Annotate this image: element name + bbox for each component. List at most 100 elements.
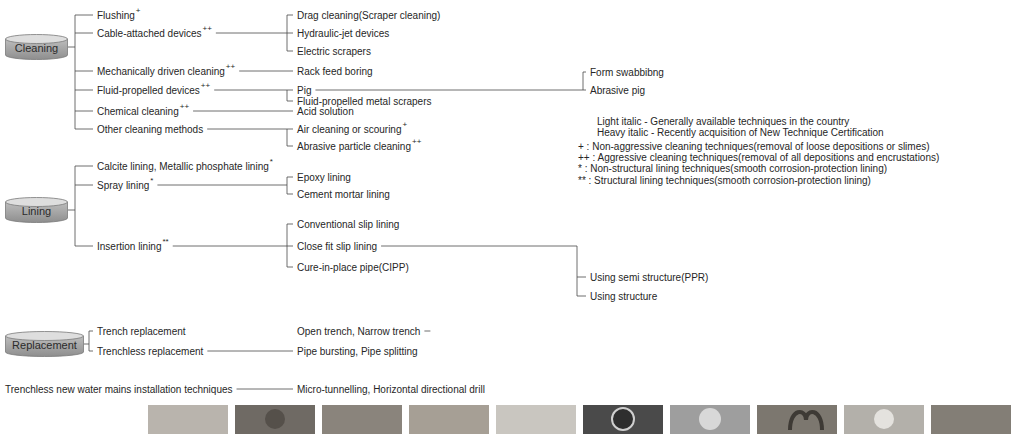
tree-line: [214, 90, 287, 91]
technique-label: Pipe bursting, Pipe splitting: [297, 346, 418, 357]
category-cylinder: Cleaning: [5, 34, 68, 60]
photo: [931, 405, 1011, 434]
technique-label: Epoxy lining: [297, 172, 351, 183]
tree-line: [89, 331, 93, 332]
class-marker: ++: [412, 138, 421, 147]
category-label: Cleaning: [15, 42, 58, 54]
tree-line: [287, 194, 293, 195]
tree-line: [577, 246, 578, 296]
technique-label: Abrasive pig: [590, 85, 645, 96]
photo-detail: [265, 409, 285, 429]
technique-label: Trench replacement: [97, 326, 186, 337]
technique-label: ** : Structural lining techniques(smooth…: [578, 175, 871, 186]
tree-line: [89, 351, 93, 352]
category-label: Lining: [22, 205, 51, 217]
photo: [148, 405, 228, 434]
technique-label: Fluid-propelled metal scrapers: [297, 96, 432, 107]
photo: [757, 405, 837, 434]
tree-line: [157, 185, 287, 186]
tree-line: [287, 267, 293, 268]
category-cylinder: Lining: [5, 197, 68, 223]
tree-line: [75, 166, 76, 246]
class-marker: ++: [203, 25, 212, 34]
technique-label: Rack feed boring: [297, 66, 373, 77]
tree-line: [287, 129, 288, 146]
tree-line: [68, 47, 75, 48]
tree-line: [315, 90, 583, 91]
technique-label: Form swabbibng: [590, 67, 664, 78]
tree-line: [287, 129, 293, 130]
class-marker: **: [162, 238, 168, 247]
technique-label: Other cleaning methods: [97, 124, 203, 135]
tree-line: [75, 111, 93, 112]
tree-line: [287, 15, 293, 16]
tree-line: [287, 51, 293, 52]
technique-label: Light italic - Generally available techn…: [597, 116, 849, 127]
cylinder-top: [6, 198, 68, 207]
technique-label: Calcite lining, Metallic phosphate linin…: [97, 161, 269, 172]
class-marker: ++: [180, 103, 189, 112]
tree-line: [75, 166, 93, 167]
tree-line: [287, 90, 293, 91]
tree-line: [216, 33, 287, 34]
photo: [670, 405, 750, 434]
tree-line: [239, 71, 287, 72]
photo: [235, 405, 315, 434]
photo: [409, 405, 489, 434]
class-marker: +: [403, 121, 408, 130]
technique-label: * : Non-structural lining techniques(smo…: [578, 163, 887, 174]
technique-label: Open trench, Narrow trench: [297, 326, 420, 337]
technique-label: Electric scrapers: [297, 46, 371, 57]
tree-line: [287, 177, 288, 194]
tree-line: [287, 33, 293, 34]
tree-line: [75, 246, 93, 247]
cylinder-top: [6, 35, 68, 44]
photo-detail: [699, 408, 721, 430]
tree-line: [287, 101, 293, 102]
tree-line: [287, 246, 293, 247]
photo: [583, 405, 663, 434]
node-text-holder: Replacement: [5, 331, 84, 357]
tree-line: [75, 15, 76, 129]
photo-detail: [874, 409, 894, 429]
technique-label: Abrasive particle cleaning: [297, 141, 411, 152]
tree-line: [287, 177, 293, 178]
technique-label: Pig: [297, 85, 311, 96]
technique-label: + : Non-aggressive cleaning techniques(r…: [578, 141, 930, 152]
class-marker: *: [270, 158, 273, 167]
tree-line: [287, 90, 288, 101]
class-marker: +: [136, 7, 141, 16]
tree-line: [577, 277, 586, 278]
technique-label: Air cleaning or scouring: [297, 124, 402, 135]
class-marker: *: [150, 177, 153, 186]
tree-line: [75, 90, 93, 91]
category-cylinder: Replacement: [5, 331, 84, 357]
technique-label: Flushing: [97, 10, 135, 21]
tree-line: [237, 389, 287, 390]
tree-line: [75, 15, 93, 16]
technique-label: Cable-attached devices: [97, 28, 202, 39]
tree-line: [287, 146, 293, 147]
technique-label: Acid solution: [297, 106, 354, 117]
tree-line: [68, 210, 75, 211]
tree-line: [75, 71, 93, 72]
technique-label: Trenchless new water mains installation …: [5, 384, 233, 395]
tree-line: [207, 129, 287, 130]
tree-line: [287, 351, 293, 352]
technique-label: Spray lining: [97, 180, 149, 191]
technique-label: Insertion lining: [97, 241, 161, 252]
cylinder-top: [6, 332, 84, 341]
technique-label: Cure-in-place pipe(CIPP): [297, 262, 409, 273]
technique-label: Chemical cleaning: [97, 106, 179, 117]
technique-label: Micro-tunnelling, Horizontal directional…: [297, 384, 485, 395]
photo: [322, 405, 402, 434]
tree-line: [75, 185, 93, 186]
tree-line: [207, 351, 287, 352]
technique-label: Conventional slip lining: [297, 219, 399, 230]
technique-label: Close fit slip lining: [297, 241, 377, 252]
tree-line: [424, 331, 430, 332]
tree-line: [89, 331, 90, 351]
technique-label: ++ : Aggressive cleaning techniques(remo…: [578, 152, 939, 163]
